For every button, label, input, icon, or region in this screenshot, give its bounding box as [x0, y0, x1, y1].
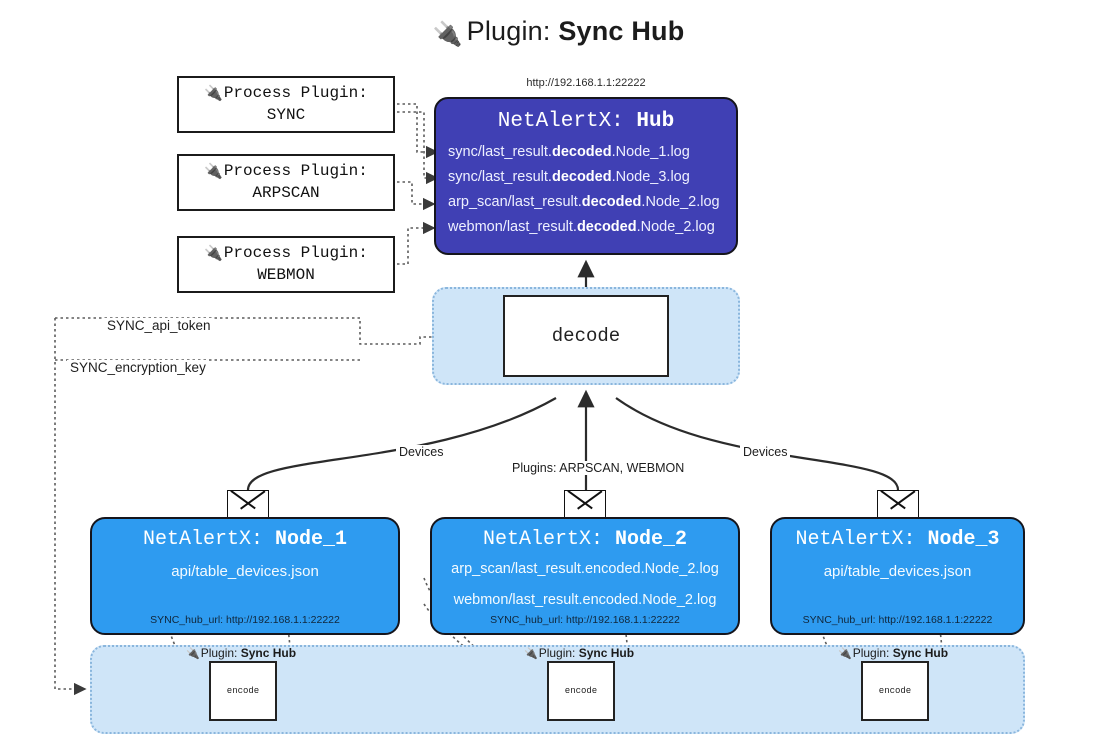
hub-log-line: webmon/last_result.decoded.Node_2.log [448, 215, 736, 240]
plugin-tag-node3: 🔌Plugin: Sync Hub [838, 646, 948, 660]
hub-log-bold: decoded [581, 194, 642, 210]
plug-icon: 🔌 [204, 86, 223, 103]
plug-icon: 🔌 [204, 246, 223, 263]
hub-log-post: .Node_2.log [636, 219, 715, 235]
hub-log-list: sync/last_result.decoded.Node_1.log sync… [436, 140, 736, 240]
hub-log-line: arp_scan/last_result.decoded.Node_2.log [448, 190, 736, 215]
edge-sync-to-hub-log2 [397, 111, 439, 185]
process-plugin-arpscan[interactable]: 🔌Process Plugin: ARPSCAN [177, 154, 395, 211]
encode-box-node2[interactable]: encode [547, 661, 615, 721]
process-plugin-name: SYNC [266, 106, 306, 124]
edge-arpscan-to-hub-log3 [397, 181, 436, 211]
node-payload: api/table_devices.json [823, 563, 972, 580]
label-sync-api-token: SYNC_api_token [104, 318, 214, 333]
node-footer: SYNC_hub_url: http://192.168.1.1:22222 [802, 614, 993, 626]
node-node1[interactable]: NetAlertX: Node_1 api/table_devices.json… [90, 517, 400, 635]
hub-log-line: sync/last_result.decoded.Node_3.log [448, 165, 736, 190]
process-plugin-header-text: Process Plugin: [223, 162, 368, 180]
hub-log-pre: arp_scan/last_result. [448, 194, 582, 210]
node-title-prefix: NetAlertX: [795, 528, 916, 551]
process-plugin-name: ARPSCAN [252, 184, 320, 202]
process-plugin-webmon[interactable]: 🔌Process Plugin: WEBMON [177, 236, 395, 293]
node-node2[interactable]: NetAlertX: Node_2 arp_scan/last_result.e… [430, 517, 740, 635]
plugin-tag-prefix: Plugin: [538, 646, 576, 660]
page-title-prefix: Plugin: [466, 16, 551, 46]
plugin-tag-node1: 🔌Plugin: Sync Hub [186, 646, 296, 660]
hub-log-line: sync/last_result.decoded.Node_1.log [448, 140, 736, 165]
process-plugin-sync[interactable]: 🔌Process Plugin: SYNC [177, 76, 395, 133]
hub-node[interactable]: NetAlertX: Hub sync/last_result.decoded.… [434, 97, 738, 255]
label-sync-encryption-key: SYNC_encryption_key [67, 360, 209, 375]
plugin-tag-prefix: Plugin: [200, 646, 238, 660]
node-title: NetAlertX: Node_2 [432, 528, 738, 551]
process-plugin-name: WEBMON [257, 266, 315, 284]
plug-icon: 🔌 [204, 164, 223, 181]
hub-log-pre: webmon/last_result. [448, 219, 577, 235]
node-title-prefix: NetAlertX: [142, 528, 263, 551]
edge-label-plugins: Plugins: ARPSCAN, WEBMON [509, 461, 688, 475]
hub-log-bold: decoded [576, 219, 637, 235]
node-title-prefix: NetAlertX: [482, 528, 603, 551]
plug-icon: 🔌 [838, 648, 852, 660]
envelope-icon [227, 490, 269, 522]
hub-log-bold: decoded [551, 169, 612, 185]
node-footer: SYNC_hub_url: http://192.168.1.1:22222 [150, 614, 340, 626]
node-payload: webmon/last_result.encoded.Node_2.log [453, 592, 717, 608]
plug-icon: 🔌 [432, 21, 463, 48]
process-plugin-header-text: Process Plugin: [223, 244, 368, 262]
encode-box-node1[interactable]: encode [209, 661, 277, 721]
hub-title-prefix: NetAlertX: [497, 110, 624, 133]
plugin-tag-name: Sync Hub [578, 646, 635, 660]
process-plugin-header: 🔌Process Plugin: [204, 161, 368, 183]
edge-label-devices-right: Devices [740, 445, 791, 459]
hub-url-label: http://192.168.1.1:22222 [526, 77, 646, 89]
page-title: 🔌Plugin: Sync Hub [0, 16, 1117, 49]
node-node3[interactable]: NetAlertX: Node_3 api/table_devices.json… [770, 517, 1025, 635]
page-title-name: Sync Hub [558, 16, 685, 46]
hub-log-bold: decoded [551, 144, 612, 160]
hub-title: NetAlertX: Hub [436, 110, 736, 133]
encode-box-node3[interactable]: encode [861, 661, 929, 721]
node-footer: SYNC_hub_url: http://192.168.1.1:22222 [490, 614, 680, 626]
node-title: NetAlertX: Node_3 [772, 528, 1023, 551]
node-payload: arp_scan/last_result.encoded.Node_2.log [451, 561, 719, 577]
node-payload: api/table_devices.json [171, 563, 319, 580]
decode-box[interactable]: decode [503, 295, 669, 377]
hub-log-post: .Node_3.log [611, 169, 690, 185]
plug-icon: 🔌 [186, 648, 200, 660]
envelope-icon [877, 490, 919, 522]
edge-node1-to-decode [246, 397, 557, 491]
plugin-tag-name: Sync Hub [892, 646, 949, 660]
plugin-tag-name: Sync Hub [240, 646, 297, 660]
node-title-name: Node_1 [275, 528, 348, 551]
edge-sync-to-hub-log1 [397, 103, 439, 159]
process-plugin-header: 🔌Process Plugin: [204, 243, 368, 265]
hub-log-pre: sync/last_result. [448, 169, 552, 185]
hub-log-post: .Node_1.log [611, 144, 690, 160]
plugin-tag-node2: 🔌Plugin: Sync Hub [524, 646, 634, 660]
edge-node3-to-decode [615, 397, 900, 491]
node-title-name: Node_2 [615, 528, 688, 551]
hub-title-name: Hub [636, 110, 675, 133]
plugin-tag-prefix: Plugin: [852, 646, 890, 660]
node-title-name: Node_3 [927, 528, 1000, 551]
plug-icon: 🔌 [524, 648, 538, 660]
process-plugin-header: 🔌Process Plugin: [204, 83, 368, 105]
hub-log-post: .Node_2.log [641, 194, 720, 210]
edge-label-devices-left: Devices [396, 445, 447, 459]
process-plugin-header-text: Process Plugin: [223, 84, 368, 102]
edge-webmon-to-hub-log4 [397, 221, 436, 265]
node-title: NetAlertX: Node_1 [92, 528, 398, 551]
hub-log-pre: sync/last_result. [448, 144, 552, 160]
